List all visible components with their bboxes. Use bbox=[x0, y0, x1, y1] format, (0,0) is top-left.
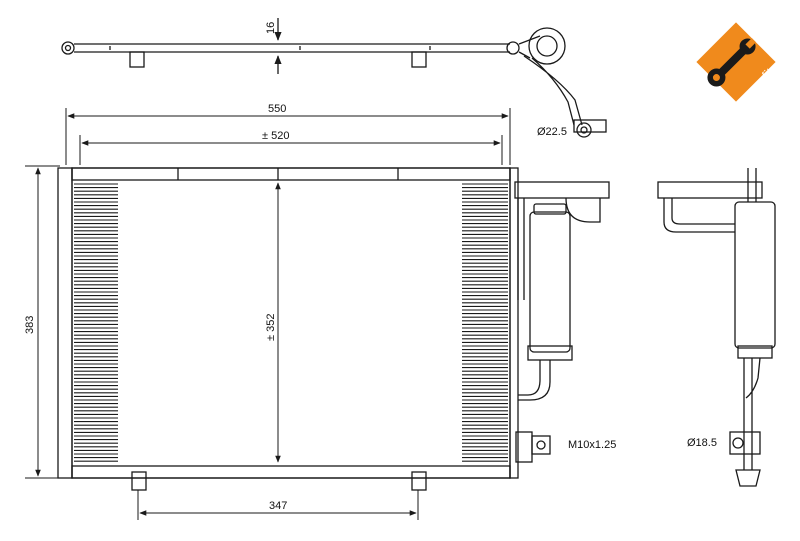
top-flange-outer bbox=[528, 27, 566, 65]
pipe-diameter-side-label: Ø18.5 bbox=[687, 437, 717, 449]
core-fins-left bbox=[74, 183, 118, 462]
core-fins-right bbox=[462, 183, 508, 462]
right-side-tank bbox=[509, 167, 519, 479]
easyfit-logo: easyfit bbox=[696, 22, 777, 102]
receiver-drier-front bbox=[514, 181, 610, 463]
mount-spacing-label: 347 bbox=[269, 500, 287, 512]
top-view bbox=[61, 18, 607, 138]
bottom-mount-tab-left bbox=[131, 471, 147, 491]
bottom-mount-tab-right bbox=[411, 471, 427, 491]
side-drier-cylinder bbox=[734, 201, 776, 349]
wrench-icon bbox=[707, 37, 757, 87]
thickness-label: 16 bbox=[265, 22, 277, 34]
front-dimension-lines bbox=[25, 108, 511, 520]
left-side-tank bbox=[57, 167, 73, 479]
top-pipe bbox=[523, 55, 583, 126]
pipe-diameter-top-label: Ø22.5 bbox=[537, 126, 567, 138]
core-height-label: ± 352 bbox=[265, 314, 277, 341]
thread-label: M10x1.25 bbox=[568, 439, 616, 451]
top-header bbox=[71, 167, 511, 181]
total-width-label: 550 bbox=[268, 103, 286, 115]
core-width-label: ± 520 bbox=[262, 130, 289, 142]
core-frame bbox=[71, 167, 511, 479]
front-view bbox=[57, 167, 519, 491]
top-left-mount-eye bbox=[61, 41, 75, 55]
top-right-mount-eye bbox=[506, 41, 520, 55]
top-flange-inner bbox=[536, 35, 558, 57]
height-label: 383 bbox=[24, 316, 36, 334]
side-view bbox=[657, 168, 776, 487]
top-mount-tab-left bbox=[129, 51, 145, 68]
drier-cylinder bbox=[529, 211, 571, 353]
top-mount-tab-right bbox=[411, 51, 427, 68]
